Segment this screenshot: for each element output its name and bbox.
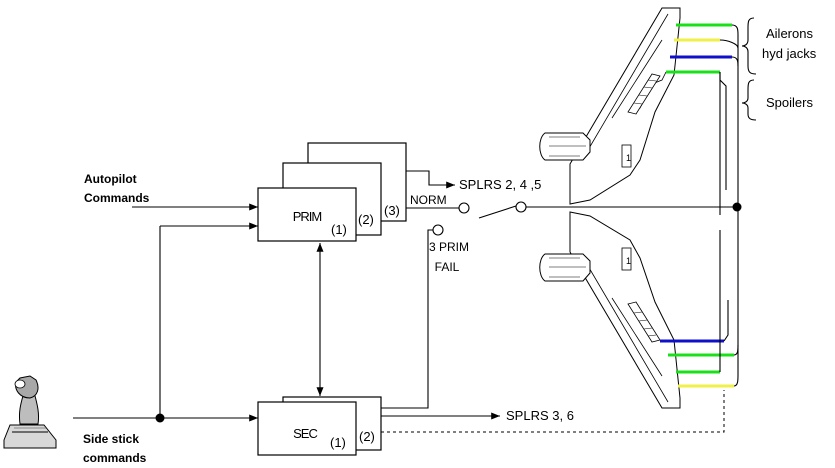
side-stick-icon [3, 375, 57, 449]
sec-2-label: (2) [359, 429, 375, 444]
sec-fail-line [381, 229, 433, 409]
ailerons-brace [741, 17, 757, 75]
prim-2-label: (2) [358, 212, 374, 227]
sec-dashed-line [381, 390, 725, 433]
legend-ailerons: Ailerons [766, 26, 813, 41]
prim-1-box [257, 187, 357, 242]
lower-hyd-lines [660, 207, 739, 388]
sec-1-label: (1) [330, 435, 346, 450]
autopilot-label-line2: Commands [84, 191, 150, 205]
switch-blade [478, 205, 517, 219]
sidestick-label-line2: commands [83, 451, 147, 465]
legend-hyd-jacks: hyd jacks [762, 46, 817, 61]
sec-1-box [257, 401, 357, 456]
spoilers-brace [741, 79, 757, 121]
autopilot-label: Autopilot [84, 172, 137, 186]
prim-3-label: (3) [384, 203, 400, 218]
fail-label: 3 PRIM [429, 240, 469, 254]
wing-bus-junction [732, 202, 742, 212]
lower-wing-marker: 1 [626, 256, 631, 266]
norm-contact [458, 202, 470, 214]
sidestick-label: Side stick [83, 432, 139, 446]
norm-label: NORM [410, 193, 447, 207]
prim-1-label: (1) [331, 222, 347, 237]
splrs-top-label: SPLRS 2, 4 ,5 [459, 177, 541, 192]
fail-label-line2: FAIL [435, 260, 460, 274]
sidestick-junction [155, 413, 165, 423]
splrs-bottom-label: SPLRS 3, 6 [506, 408, 574, 423]
prim-label: PRIM [293, 209, 322, 224]
upper-hyd-lines [666, 23, 739, 215]
upper-wing [539, 7, 681, 205]
upper-wing-marker: 1 [626, 153, 631, 163]
prim-splrs-arrow [406, 170, 455, 189]
sec-label: SEC [293, 426, 317, 441]
switch-common-contact [515, 201, 527, 213]
legend-spoilers: Spoilers [766, 95, 813, 110]
fail-contact [432, 224, 444, 236]
lower-wing [539, 211, 681, 409]
